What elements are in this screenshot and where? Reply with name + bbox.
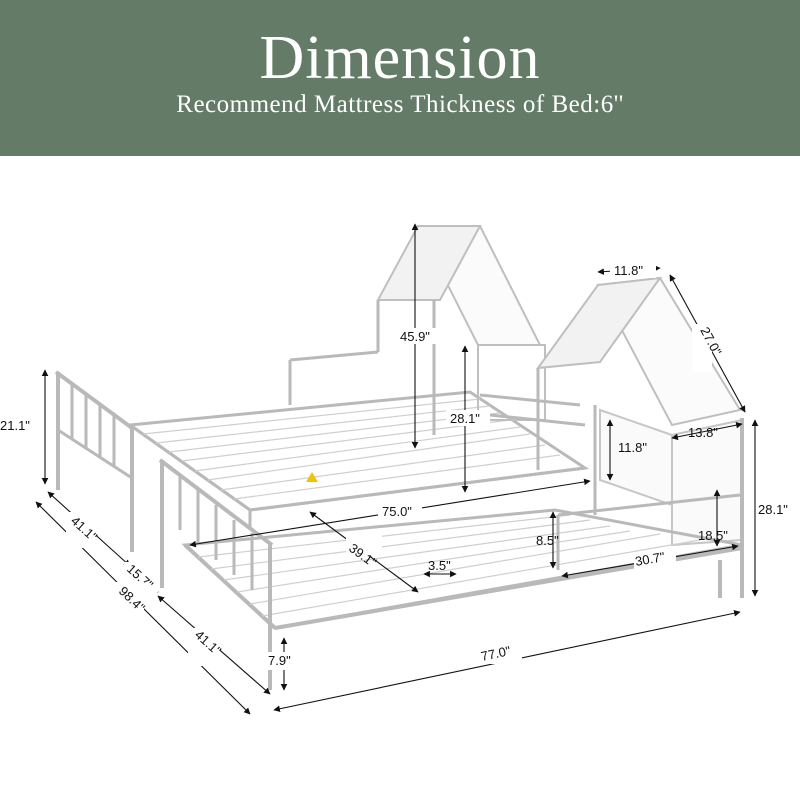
dim-upper-bed-height: 28.1" (450, 411, 480, 426)
dim-guard-height: 8.5" (536, 533, 559, 548)
page-title: Dimension (259, 24, 541, 92)
page-subtitle: Recommend Mattress Thickness of Bed:6'' (176, 91, 624, 118)
dim-headboard-height: 21.1" (0, 418, 30, 433)
dim-leg-height: 7.9" (268, 653, 291, 668)
header-banner: Dimension Recommend Mattress Thickness o… (0, 0, 800, 156)
dim-guard-length: 30.7" (634, 549, 666, 569)
dim-overall-length: 77.0" (480, 643, 513, 664)
dim-shelf-gap: 11.8" (618, 440, 647, 455)
dim-roof-depth: 11.8" (614, 263, 643, 278)
dim-tower-right-height: 28.1" (758, 502, 788, 517)
tower-left (288, 225, 586, 435)
dim-upper-length: 75.0" (382, 504, 412, 519)
dim-slat-gap: 3.5" (428, 558, 451, 573)
dim-guard-inner: 18.5" (698, 528, 728, 543)
upper-bed-slats (142, 398, 561, 500)
dim-roof-overhang: 13.8" (688, 425, 718, 440)
dim-tower-height: 45.9" (400, 329, 430, 344)
bed-illustration (54, 225, 744, 690)
dimension-labels: 11.8" 27.0" 45.9" 28.1" 11.8" 13.8" 28.1… (0, 262, 788, 670)
